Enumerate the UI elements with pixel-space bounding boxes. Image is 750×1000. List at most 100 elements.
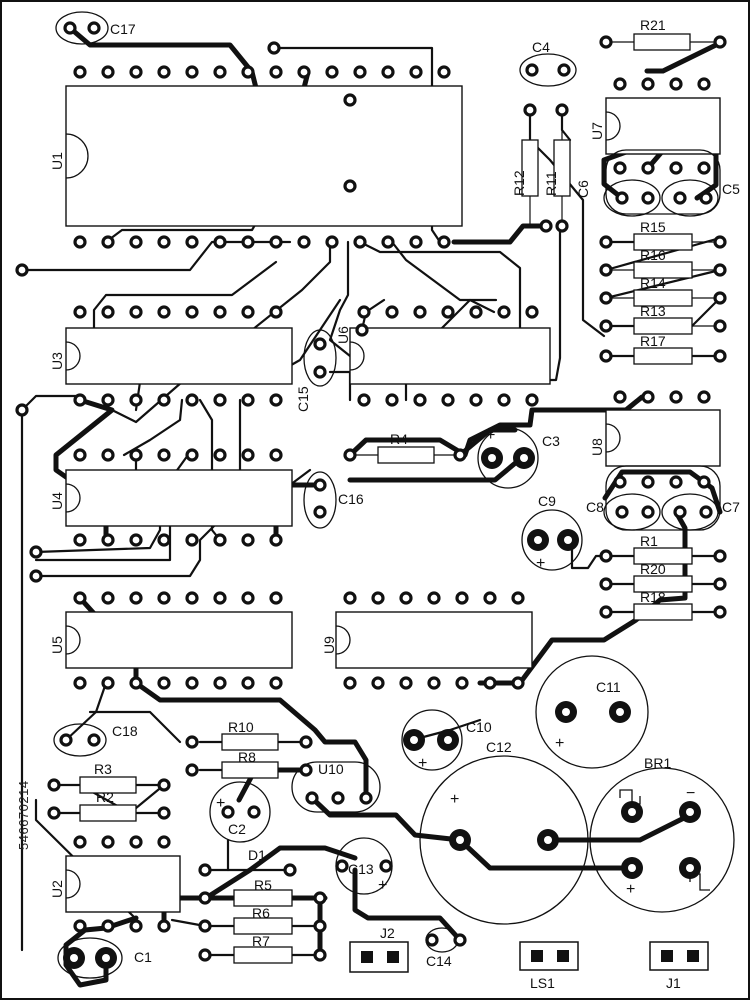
ic-u5-pin: [185, 591, 199, 605]
ic-u9-pin: [427, 676, 441, 690]
pad: [313, 337, 327, 351]
ic-u9-pin: [483, 676, 497, 690]
ic-u5-pin: [73, 676, 87, 690]
pad: [615, 505, 629, 519]
label-u5: U5: [49, 636, 65, 654]
ic-u7-pin: [641, 77, 655, 91]
ic-u1-pin: [73, 235, 87, 249]
plus-c13: +: [378, 877, 387, 894]
ic-u5-pin: [129, 591, 143, 605]
ic-u9-pin: [371, 676, 385, 690]
ic-u1-pin: [185, 235, 199, 249]
ic-u3-pin: [73, 305, 87, 319]
label-c7: C7: [722, 499, 740, 515]
cap-c4-outline: [519, 53, 577, 87]
ic-u5-pin: [101, 591, 115, 605]
cap-c2-outline: [209, 781, 271, 843]
pad-hole: [456, 836, 464, 844]
ic-u6-pin: [385, 305, 399, 319]
label-r7: R7: [252, 933, 270, 949]
pad: [87, 733, 101, 747]
ic-u4-pin: [269, 533, 283, 547]
cap-c3-outline: [477, 427, 539, 489]
pad-hole: [564, 536, 572, 544]
ic-bodies: [65, 85, 721, 913]
pad: [453, 933, 467, 947]
label-r15: R15: [640, 219, 666, 235]
pad: [713, 577, 727, 591]
capacitor-outlines: [53, 11, 735, 979]
cap-c1-outline: [57, 937, 123, 979]
label-r12: R12: [511, 170, 527, 196]
pad: [87, 21, 101, 35]
plus-c10: +: [418, 755, 427, 772]
pad: [379, 859, 393, 873]
pad: [599, 263, 613, 277]
ic-u4-pin: [241, 533, 255, 547]
ic-u6-pin: [413, 305, 427, 319]
ic-u4-pin: [185, 533, 199, 547]
ic-u3-body: [65, 327, 293, 385]
plus-c12: +: [450, 791, 459, 808]
ic-u4-pin: [73, 448, 87, 462]
ic-u8-pin: [697, 475, 711, 489]
pad: [335, 859, 349, 873]
pad-hole: [544, 836, 552, 844]
ic-u3-pin: [101, 393, 115, 407]
pad: [539, 219, 553, 233]
ic-u4-body: [65, 469, 293, 527]
pad: [59, 733, 73, 747]
pad: [63, 21, 77, 35]
ic-u3-pin: [241, 305, 255, 319]
cap-c15-outline: [303, 329, 337, 387]
pad: [555, 219, 569, 233]
ic-u1-pin: [213, 65, 227, 79]
pad: [713, 319, 727, 333]
pad: [599, 319, 613, 333]
resistor-r11-body: [553, 139, 571, 197]
label-br1: BR1: [644, 755, 671, 771]
ic-u1-pin: [129, 235, 143, 249]
ic-u8-pin: [669, 475, 683, 489]
cap-c17-outline: [55, 11, 109, 45]
ic-u6-pin: [525, 305, 539, 319]
label-r1: R1: [640, 533, 658, 549]
pad: [713, 235, 727, 249]
ic-u6-body: [349, 327, 551, 385]
ic-u2-pin: [129, 919, 143, 933]
pad-hole: [410, 736, 418, 744]
pad: [523, 103, 537, 117]
label-r3: R3: [94, 761, 112, 777]
pad: [283, 863, 297, 877]
ic-u1-pin: [437, 65, 451, 79]
resistor-r1-body: [633, 547, 693, 565]
ic-u3-pin: [241, 393, 255, 407]
label-c14: C14: [426, 953, 452, 969]
resistor-r13-body: [633, 317, 693, 335]
resistor-r16-body: [633, 261, 693, 279]
ic-u3-pin: [157, 393, 171, 407]
ic-u1-pin: [73, 65, 87, 79]
pad: [198, 891, 212, 905]
ic-u6-pin: [385, 393, 399, 407]
cap-c6-outline: [603, 179, 661, 217]
ic-u5-pin: [101, 676, 115, 690]
ic-u8-pin: [613, 390, 627, 404]
label-c6: C6: [575, 180, 591, 198]
pad: [198, 863, 212, 877]
resistor-r5-body: [233, 889, 293, 907]
pad: [185, 763, 199, 777]
pad: [343, 448, 357, 462]
label-r8: R8: [238, 749, 256, 765]
pad: [313, 891, 327, 905]
ic-u4-pin: [213, 448, 227, 462]
pad: [331, 791, 345, 805]
ic-u2-pin: [101, 919, 115, 933]
pad: [641, 191, 655, 205]
label-r10: R10: [228, 719, 254, 735]
ic-u1-pin: [129, 65, 143, 79]
resistor-r14-body: [633, 289, 693, 307]
pad: [299, 763, 313, 777]
ic-u9-pin: [343, 676, 357, 690]
ic-u9-pin: [511, 591, 525, 605]
